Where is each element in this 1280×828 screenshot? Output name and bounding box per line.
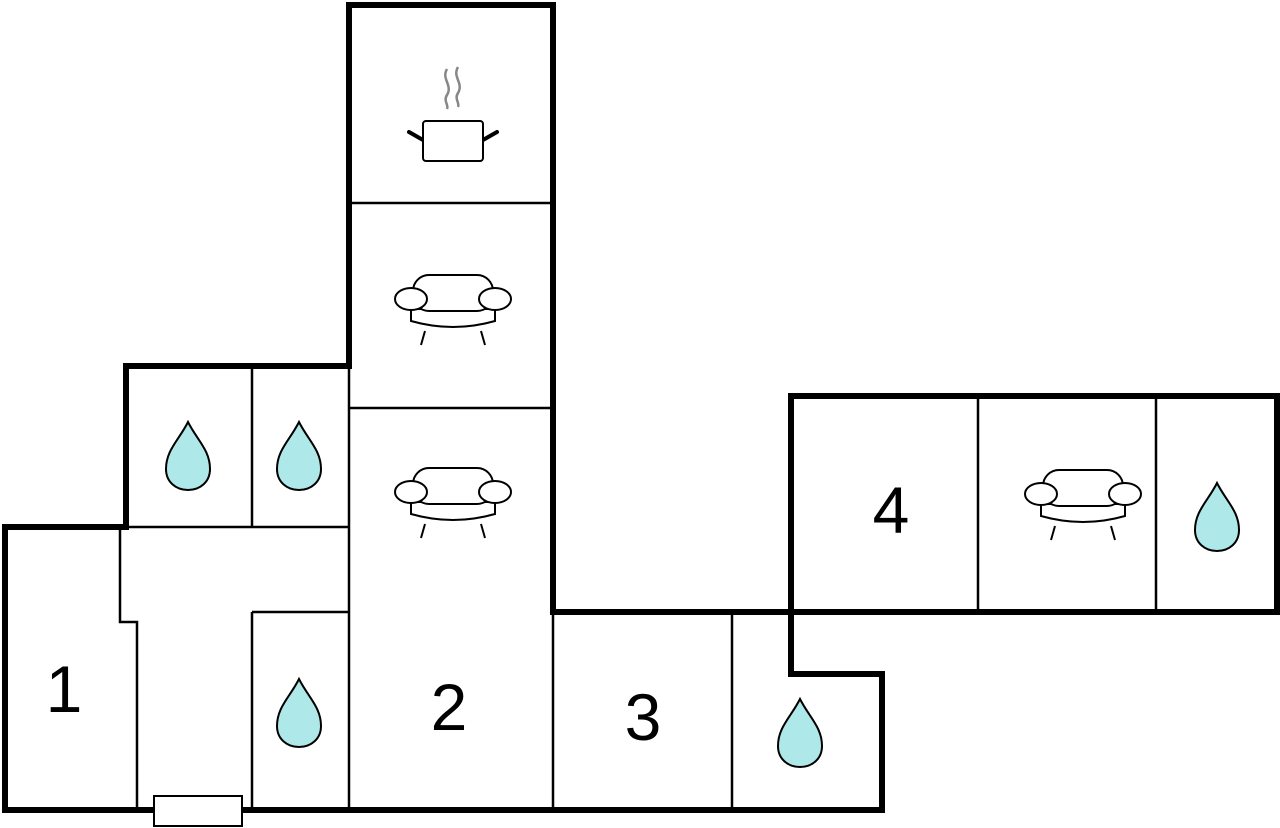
sofa-icon [1024,469,1142,541]
interior-walls [118,201,1158,810]
water-drop-icon [777,698,823,768]
door-icon[interactable] [153,795,243,827]
exterior-wall-east-wing [788,393,1280,615]
room-number-2: 2 [431,670,468,744]
water-drop-icon [276,421,322,491]
room-number-1: 1 [46,652,83,726]
water-drop-icon [276,678,322,748]
room-number-4: 4 [873,473,910,547]
water-drop-icon [165,421,211,491]
sofa-icon [394,274,512,346]
cooking-pot-icon [407,66,499,162]
exterior-wall-main [2,2,885,813]
sofa-icon [394,467,512,539]
water-drop-icon [1194,482,1240,552]
room-number-3: 3 [625,680,662,754]
